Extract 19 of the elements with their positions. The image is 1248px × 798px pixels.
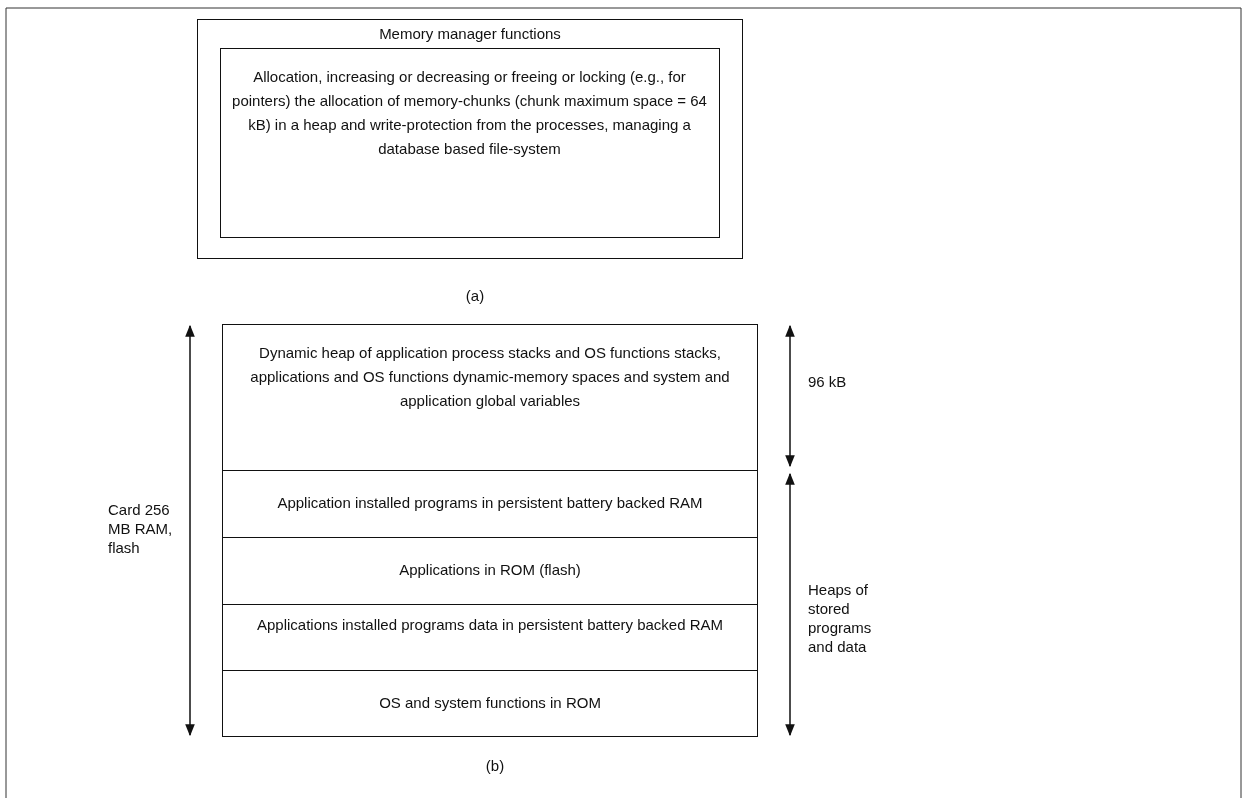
description-text: Applications installed programs data in persistent battery backed RAM (255, 615, 725, 635)
memory-band (222, 537, 758, 605)
panel-box (197, 19, 743, 259)
description-text: OS and system functions in ROM (378, 693, 602, 713)
description-text: Allocation, increasing or decreasing or freeing or locking (e.g., for pointers) the allocation of memory-chunks (chunk maximum space = 64 kB) in a heap and write-protection from the processes, managing a database based file-system (231, 66, 708, 159)
dimension-label: 96 kB (808, 372, 848, 391)
memory-band (222, 324, 758, 471)
memory-band (222, 604, 758, 671)
dimension-label: Heaps of stored programs and data (808, 580, 873, 656)
memory-band (222, 470, 758, 538)
memory-band (222, 670, 758, 737)
description-text: Application installed programs in persistent battery backed RAM (276, 493, 704, 513)
dimension-label: Card 256 MB RAM, flash (108, 500, 174, 557)
description-text: Applications in ROM (flash) (398, 560, 582, 580)
text-box (219, 47, 720, 238)
panel-heading: Memory manager functions (378, 24, 562, 44)
description-text: Dynamic heap of application process stacks and OS functions stacks, applications and OS functions dynamic-memory spaces and system and application global variables (249, 343, 731, 411)
panel-caption: (b) (484, 756, 506, 775)
panel-caption: (a) (464, 286, 486, 305)
